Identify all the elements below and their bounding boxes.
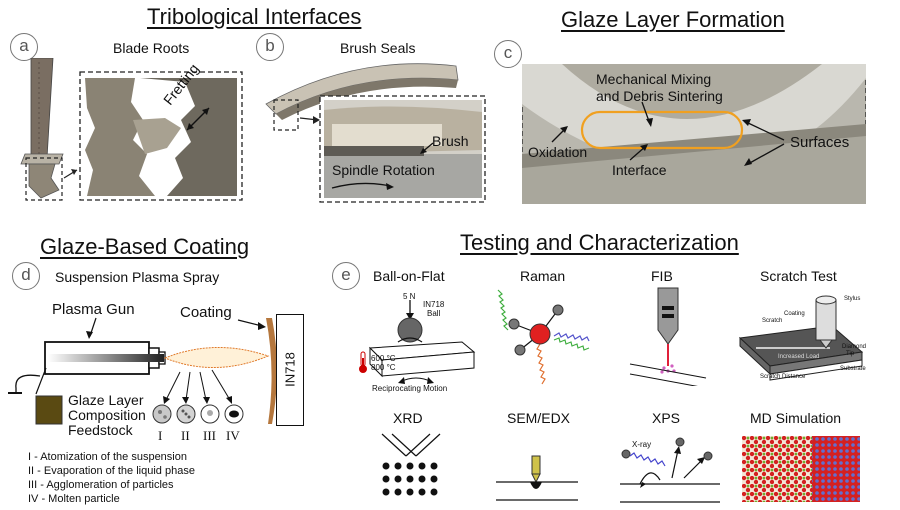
md-simulation-figure (742, 436, 860, 502)
plasma-spray-figure (8, 317, 277, 425)
test-title-sem-edx: SEM/EDX (507, 410, 571, 426)
test-title-xps: XPS (652, 410, 681, 426)
test-title-md-simulation: MD Simulation (750, 410, 842, 426)
blade-roots-figure (20, 58, 243, 201)
brush-seals-label: Brush Seals (340, 40, 416, 56)
brush-seal-figure (265, 63, 486, 203)
xray-label: X-ray (632, 440, 652, 449)
feedstock-line3: Feedstock (68, 422, 133, 438)
raman-figure (497, 289, 590, 385)
temp-label-800: 800 °C (371, 363, 396, 372)
substrate-label: Substrate (840, 366, 866, 372)
increased-load-label: Increased Load (778, 354, 820, 360)
in718-substrate: IN718 (276, 314, 304, 426)
test-title-xrd: XRD (393, 410, 423, 426)
reciprocating-motion-label: Reciprocating Motion (372, 384, 448, 393)
sem-edx-figure (496, 455, 578, 501)
feedstock-line2: Composition (68, 407, 146, 423)
legend-stage-2: II - Evaporation of the liquid phase (28, 465, 195, 477)
title-glaze-layer-formation: Glaze Layer Formation (561, 7, 785, 32)
spindle-rotation-arrow (331, 182, 394, 190)
interface-label: Interface (612, 162, 667, 178)
scratch-coating-label: Coating (784, 311, 805, 317)
stage-label-4: IV (226, 428, 240, 443)
test-title-fib: FIB (651, 268, 673, 284)
legend-stage-4: IV - Molten particle (28, 493, 120, 505)
panel-letter-a: a (10, 33, 38, 61)
suspension-plasma-spray-label: Suspension Plasma Spray (55, 269, 220, 285)
debris-sintering-label: and Debris Sintering (596, 88, 723, 104)
diamond-tip-label-2: Tip (846, 351, 855, 357)
in718-label: IN718 (282, 352, 298, 387)
plasma-gun-label: Plasma Gun (52, 301, 135, 318)
mechanical-mixing-label: Mechanical Mixing (596, 71, 712, 87)
title-glaze-based-coating: Glaze-Based Coating (40, 234, 250, 259)
spindle-rotation-label: Spindle Rotation (332, 162, 435, 178)
scratch-label: Scratch (762, 318, 783, 324)
stage-label-2: II (181, 428, 190, 443)
test-title-ball-on-flat: Ball-on-Flat (373, 268, 445, 284)
stage-label-1: I (158, 428, 163, 443)
stage-label-3: III (203, 428, 216, 443)
glaze-layer-figure (522, 64, 866, 204)
load-label: 5 N (403, 292, 416, 301)
stylus-label: Stylus (844, 296, 861, 302)
panel-letter-b: b (256, 33, 284, 61)
surfaces-label: Surfaces (790, 134, 850, 151)
scratch-test-figure (738, 295, 864, 381)
title-tribological-interfaces: Tribological Interfaces (147, 4, 362, 29)
panel-letter-e: e (332, 262, 360, 290)
xps-figure (620, 437, 720, 503)
title-testing-characterization: Testing and Characterization (460, 230, 739, 255)
temp-label-600: 600 °C (371, 354, 396, 363)
panel-letter-c: c (494, 40, 522, 68)
fib-figure (629, 287, 707, 386)
diamond-tip-label-1: Diamond (842, 344, 867, 350)
panel-letter-d: d (12, 262, 40, 290)
brush-arrow (420, 142, 434, 154)
xrd-figure (381, 433, 441, 496)
feedstock-line1: Glaze Layer (68, 392, 144, 408)
legend-stage-1: I - Atomization of the suspension (28, 451, 187, 463)
legend-stage-3: III - Agglomeration of particles (28, 479, 174, 491)
scratch-distance-label: Scratch Distance (760, 374, 806, 380)
ball-label-line2: Ball (427, 309, 441, 318)
ball-on-flat-figure (359, 300, 476, 384)
test-title-raman: Raman (520, 268, 566, 284)
ball-label-line1: IN718 (423, 300, 445, 309)
oxidation-label: Oxidation (528, 144, 588, 160)
brush-label: Brush (432, 133, 469, 149)
blade-roots-label: Blade Roots (113, 40, 190, 56)
fretting-arrow (186, 107, 210, 131)
coating-label: Coating (180, 304, 232, 321)
test-title-scratch-test: Scratch Test (760, 268, 837, 284)
